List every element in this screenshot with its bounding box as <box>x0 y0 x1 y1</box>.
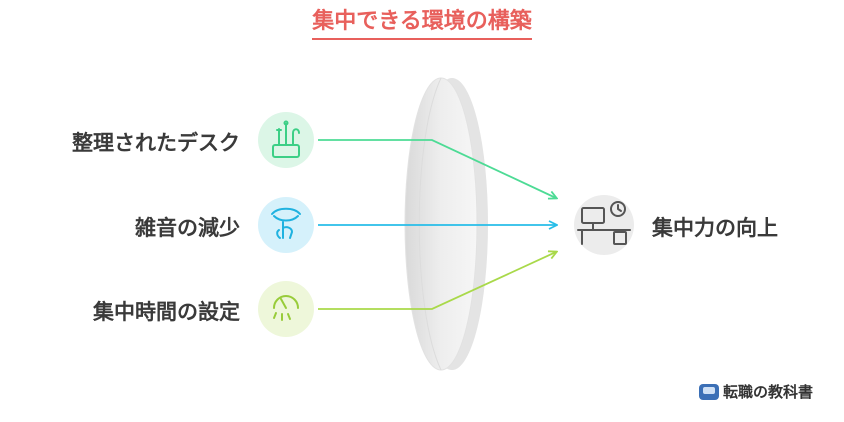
timer-icon <box>258 281 314 337</box>
laptop-icon <box>699 383 719 400</box>
connector-line-desk <box>318 139 556 198</box>
desk-organizer-icon <box>258 112 314 168</box>
input-label-noise: 雑音の減少 <box>135 216 240 240</box>
brand-name: 転職の教科書 <box>723 383 814 401</box>
connector-line-time <box>318 252 556 310</box>
brand-logo: 転職の教科書 <box>699 381 813 402</box>
workstation-icon <box>574 195 634 255</box>
output-label: 集中力の向上 <box>652 216 778 240</box>
diagram-title: 集中できる環境の構築 <box>0 8 844 40</box>
quiet-gesture-icon <box>258 197 314 253</box>
input-label-desk: 整理されたデスク <box>72 131 240 155</box>
lens-shape <box>404 77 488 371</box>
input-label-time: 集中時間の設定 <box>93 300 240 324</box>
